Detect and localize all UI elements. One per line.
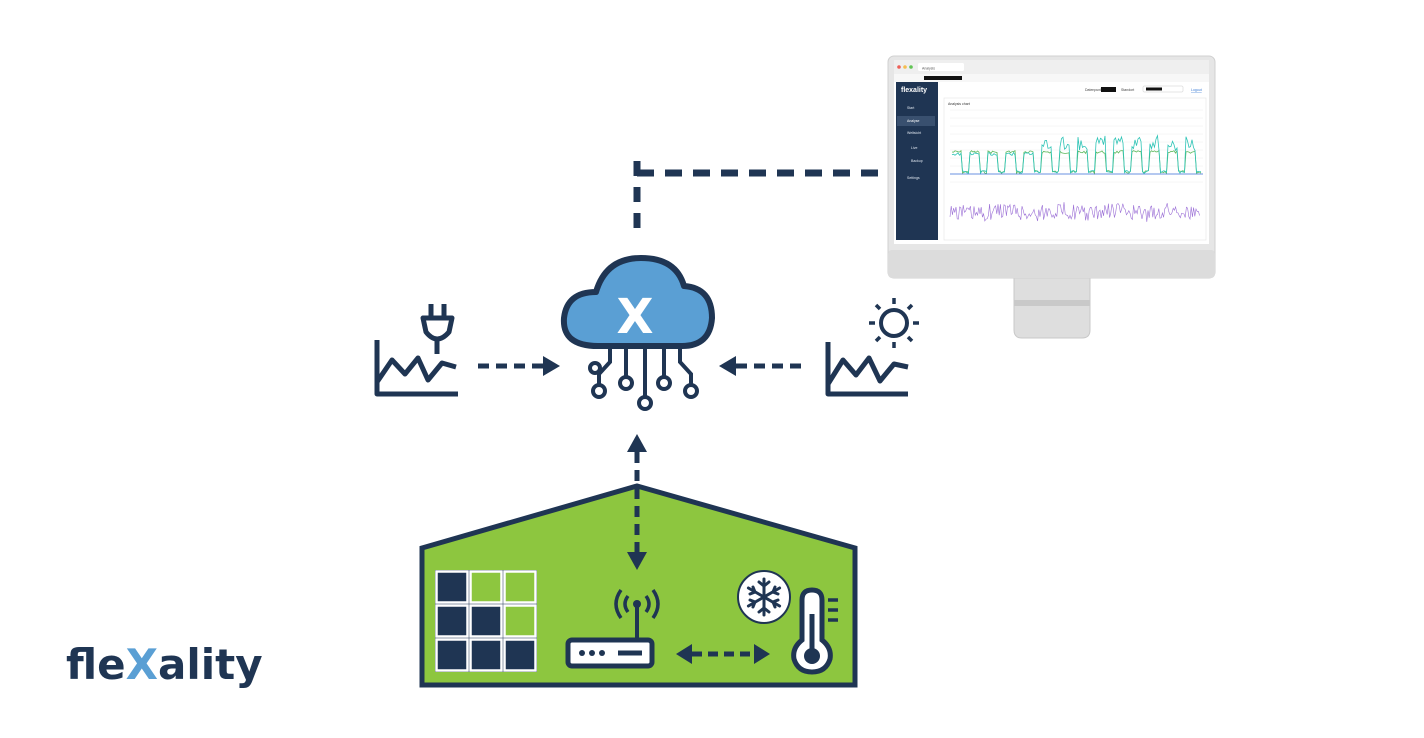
thermometer-icon (791, 587, 838, 675)
snowflake-icon (737, 570, 791, 624)
flexality-logo: fleXality (66, 640, 263, 689)
connector-monitor-cloud (633, 161, 878, 233)
solar-forecast-chart-icon (825, 298, 919, 397)
browser-tab-label: Analysis (922, 67, 935, 71)
logo-suffix: ality (158, 640, 263, 689)
sidebar-item-start[interactable]: Start (907, 106, 914, 110)
arrow-router-thermometer (676, 644, 770, 664)
arrow-cloud-router (627, 434, 647, 570)
solar-panel-grid-icon (435, 570, 537, 672)
sidebar-item-weltsicht[interactable]: Weltsicht (907, 131, 921, 135)
cloud-letter: X (616, 289, 653, 345)
sidebar-item-live[interactable]: Live (911, 146, 917, 150)
app-sidebar (896, 82, 938, 240)
dashboard-chart-title: Analysis chart (948, 102, 970, 106)
header-control-datenpunkt: Datenpunkt (1085, 88, 1103, 92)
monitor-dashboard: Analysis flexality Start Analyse Weltsic… (887, 55, 1216, 339)
router-icon (565, 588, 660, 669)
sidebar-item-settings[interactable]: Settings (907, 176, 920, 180)
cloud-x-icon: X (560, 255, 715, 411)
header-control-standort: Standort (1121, 88, 1134, 92)
electricity-price-chart-icon (374, 304, 458, 397)
logo-x: X (125, 640, 159, 689)
app-brand: flexality (901, 87, 927, 94)
logo-prefix: fle (66, 640, 126, 689)
arrow-price-to-cloud (478, 356, 560, 376)
sidebar-item-analyse[interactable]: Analyse (907, 119, 920, 123)
header-logout-link[interactable]: Logout (1191, 88, 1202, 92)
sidebar-item-backup[interactable]: Backup (911, 159, 923, 163)
arrow-solar-to-cloud (719, 356, 801, 376)
